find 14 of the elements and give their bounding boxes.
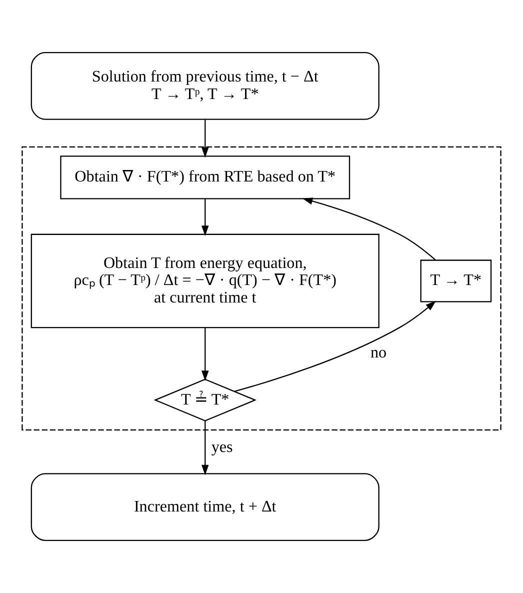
edge-label: yes [211, 439, 233, 456]
arrow [302, 198, 436, 260]
arrow [202, 420, 209, 476]
arrow [202, 120, 209, 158]
arrow [202, 328, 209, 382]
node-box: T → T* [420, 260, 492, 302]
arrow [234, 300, 436, 392]
edge-label: no [370, 344, 387, 362]
node-box: Obtain T from energy equation, ρcₚ (T − Tᵖ) / Δt = −∇ · q(T) − ∇ · F(T*) at current time t [30, 234, 380, 328]
node-diamond: T ≟ T* [154, 378, 257, 422]
node-box: Solution from previous time, t − Δt T → Tᵖ, T → T* [30, 52, 380, 120]
node-box: Obtain ∇ · F(T*) from RTE based on T* [60, 156, 350, 200]
arrow [202, 199, 209, 236]
node-box: Increment time, t + Δt [30, 473, 380, 541]
